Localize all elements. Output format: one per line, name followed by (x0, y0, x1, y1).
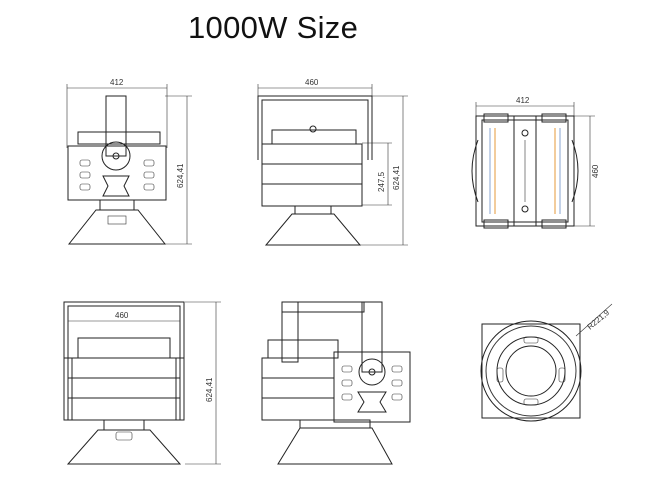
top-view: 412 460 (471, 96, 600, 229)
side-width-label: 460 (305, 78, 319, 87)
side-mount-label: 247,5 (377, 171, 386, 192)
top-height-label: 460 (591, 164, 600, 178)
front-view: 412 624,41 (66, 78, 192, 245)
bottom-radius-label: R221,9 (586, 308, 612, 332)
front-height-label: 624,41 (176, 163, 185, 188)
top-width-label: 412 (516, 96, 530, 105)
rear-height-label: 624,41 (205, 377, 214, 402)
side-height-label: 624,41 (392, 165, 401, 190)
front-width-label: 412 (110, 78, 124, 87)
bottom-view: R221,9 (480, 303, 613, 422)
angled-view (261, 301, 411, 465)
rear-view: 460 624,41 (63, 301, 221, 465)
rear-width-label: 460 (115, 311, 129, 320)
side-view: 460 624,41 247,5 (257, 78, 408, 246)
page-title: 1000W Size (188, 10, 359, 45)
